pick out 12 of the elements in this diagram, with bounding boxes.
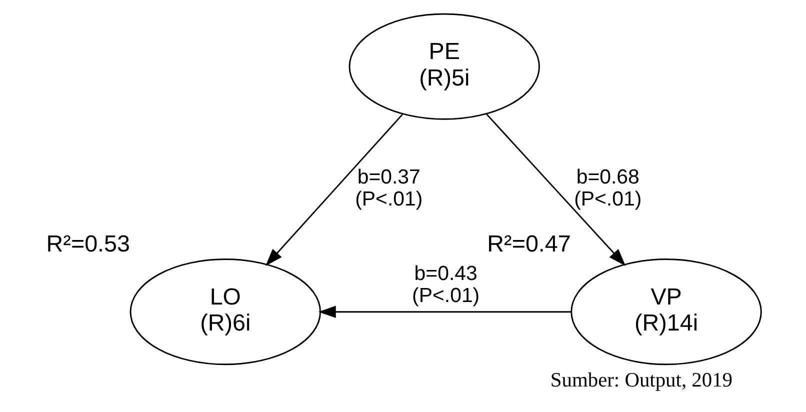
node-label: R²=0.47: [486, 230, 570, 257]
arrow: [318, 306, 571, 318]
arrow: [486, 114, 626, 266]
caption: Sumber: Output, 2019: [550, 370, 732, 392]
node-ellipse: PE (R)5i: [348, 13, 540, 120]
node-ellipse: VP (R)14i: [570, 258, 762, 366]
node-ellipse: LO (R)6i: [129, 258, 321, 366]
edge-label: b=0.68 (P<.01): [574, 166, 642, 211]
edge-label: b=0.43 (P<.01): [412, 263, 480, 307]
arrow: [264, 114, 403, 266]
edge-label: b=0.37 (P<.01): [354, 166, 422, 211]
node-label: R²=0.53: [46, 230, 130, 257]
